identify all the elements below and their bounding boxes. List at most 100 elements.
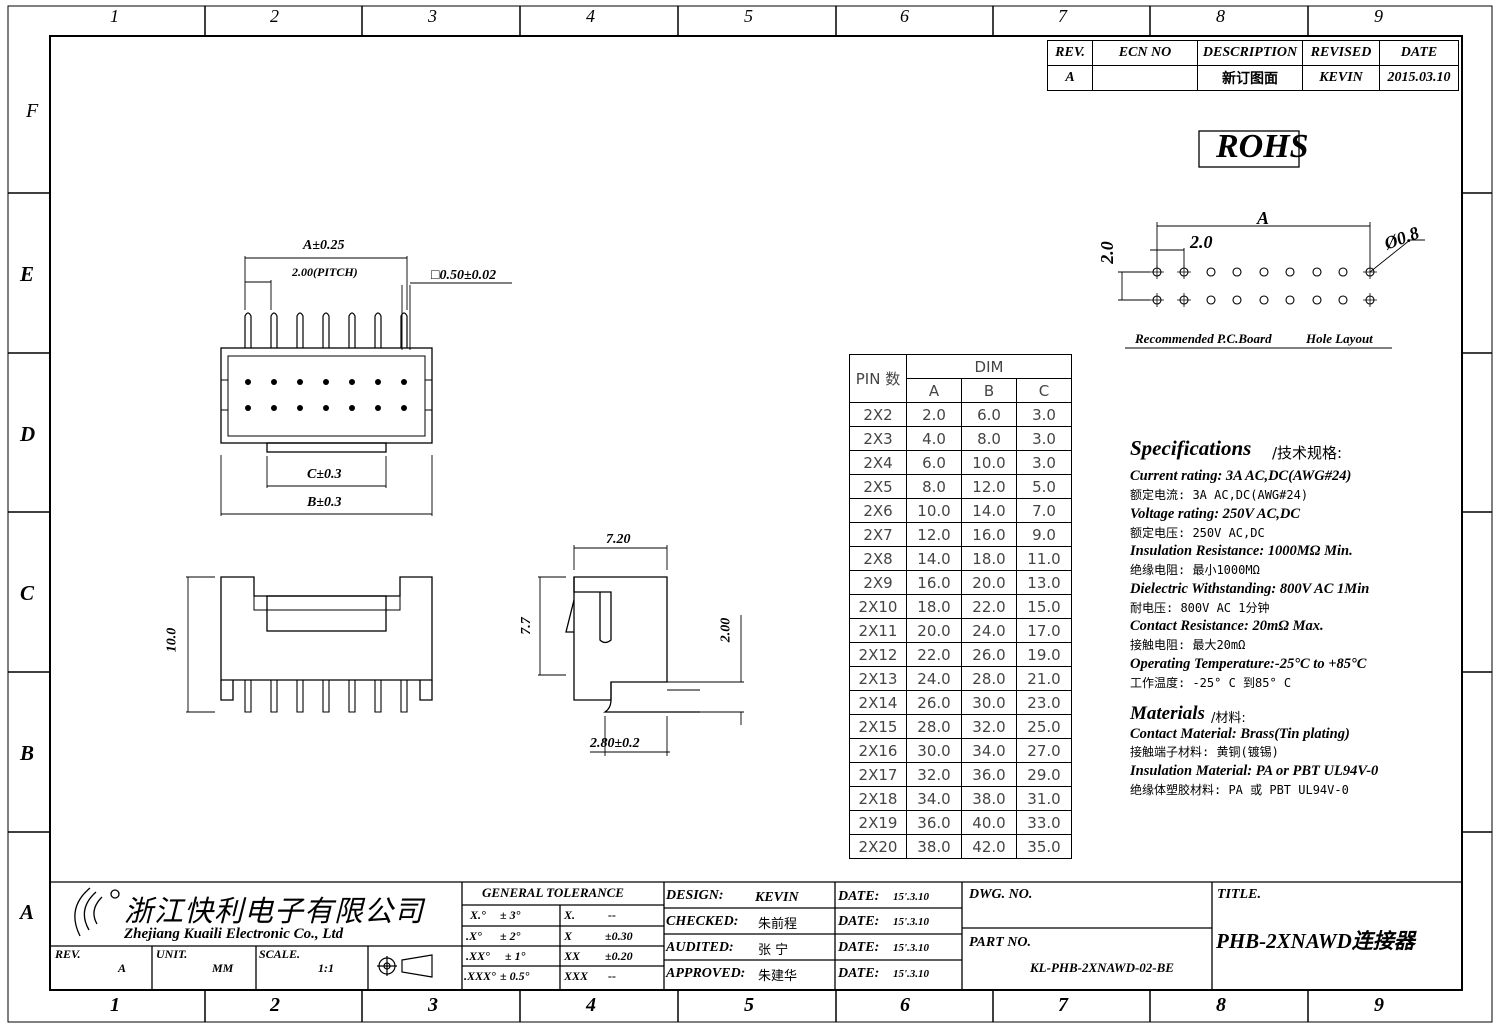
pin-count-cell: 2X20: [849, 834, 907, 859]
drawing-title: PHB-2XNAWD连接器: [1216, 929, 1415, 953]
dim-col-a: A: [906, 378, 962, 403]
pitch-label: 2.00(PITCH): [292, 265, 358, 279]
height-label: 10.0: [164, 627, 180, 653]
dim-value-cell: 42.0: [961, 834, 1017, 859]
materials-title: Materials: [1130, 703, 1205, 724]
revision-header-row: REV. ECN NO DESCRIPTION REVISED DATE: [1047, 40, 1459, 66]
company-name-en: Zhejiang Kuaili Electronic Co., Ltd: [124, 926, 344, 942]
ecn-header: ECN NO: [1092, 40, 1198, 66]
col-label-7: 7: [1058, 6, 1067, 26]
title-label: TITLE.: [1217, 887, 1261, 902]
pin-count-cell: 2X11: [849, 618, 907, 643]
dim-value-cell: 20.0: [961, 570, 1017, 595]
design-label: DESIGN:: [666, 888, 724, 903]
pin-count-cell: 2X19: [849, 810, 907, 835]
tol-4-c: XXX: [564, 969, 589, 983]
dim-value-cell: 6.0: [961, 402, 1017, 427]
pcb-hole: [1285, 295, 1295, 305]
spec-temperature-en: Operating Temperature:-25°C to +85°C: [1130, 656, 1367, 672]
pcb-dim-a-label: A: [1257, 208, 1270, 228]
date-value-1: 15'.3.10: [893, 891, 930, 903]
tol-3-a: .XX°: [466, 949, 490, 963]
pcb-hole: [1206, 267, 1216, 277]
material-insulation-en: Insulation Material: PA or PBT UL94V-0: [1130, 763, 1379, 779]
dim-value-cell: 35.0: [1016, 834, 1072, 859]
dim-value-cell: 14.0: [906, 546, 962, 571]
dim-value-cell: 36.0: [961, 762, 1017, 787]
col-label-5: 5: [744, 994, 754, 1016]
dim-value-cell: 6.0: [906, 450, 962, 475]
date-value-3: 15'.3.10: [893, 942, 930, 954]
date-label-3: DATE:: [838, 940, 880, 955]
dim-value-cell: 30.0: [906, 738, 962, 763]
dim-c-label: C±0.3: [307, 467, 342, 482]
unit-value: MM: [212, 961, 234, 975]
ecn-value: [1092, 65, 1198, 91]
part-no-value: KL-PHB-2XNAWD-02-BE: [1030, 960, 1174, 975]
approved-value: 朱建华: [758, 969, 798, 984]
rev-header: REV.: [1047, 40, 1093, 66]
revised-header: REVISED: [1302, 40, 1380, 66]
col-label-8: 8: [1216, 6, 1225, 26]
dim-value-cell: 22.0: [961, 594, 1017, 619]
dim-value-cell: 18.0: [906, 594, 962, 619]
dim-value-cell: 14.0: [961, 498, 1017, 523]
dim-value-cell: 10.0: [961, 450, 1017, 475]
dim-value-cell: 17.0: [1016, 618, 1072, 643]
pcb-hole: [1338, 267, 1348, 277]
description-header: DESCRIPTION: [1197, 40, 1303, 66]
pin-count-cell: 2X18: [849, 786, 907, 811]
tol-2-b: ± 2°: [500, 929, 521, 943]
pcb-hole: [1232, 267, 1242, 277]
col-label-4: 4: [586, 6, 595, 26]
dim-value-cell: 21.0: [1016, 666, 1072, 691]
company-name-cn: 浙江快利电子有限公司: [124, 894, 425, 928]
tol-3-c: XX: [564, 949, 581, 963]
date-header: DATE: [1379, 40, 1459, 66]
dim-value-cell: 34.0: [961, 738, 1017, 763]
pcb-caption-left: Recommended P.C.Board: [1135, 331, 1272, 346]
spec-voltage-en: Voltage rating: 250V AC,DC: [1130, 506, 1301, 522]
spec-voltage-cn: 额定电压: 250V AC,DC: [1130, 526, 1265, 540]
dim-value-cell: 40.0: [961, 810, 1017, 835]
tol-4-a: .XXX°: [464, 969, 496, 983]
dim-value-cell: 26.0: [906, 690, 962, 715]
rohs-label: ROHS: [1216, 128, 1309, 165]
dim-value-cell: 8.0: [961, 426, 1017, 451]
pin-count-cell: 2X15: [849, 714, 907, 739]
row-label-c: C: [20, 581, 35, 605]
dim-value-cell: 31.0: [1016, 786, 1072, 811]
dim-value-cell: 26.0: [961, 642, 1017, 667]
spec-contact-resistance-en: Contact Resistance: 20mΩ Max.: [1130, 618, 1324, 634]
pin-count-cell: 2X3: [849, 426, 907, 451]
dim-value-cell: 20.0: [906, 618, 962, 643]
checked-label: CHECKED:: [666, 914, 739, 929]
col-label-9: 9: [1374, 6, 1383, 26]
dim-value-cell: 24.0: [906, 666, 962, 691]
tolerance-title: GENERAL TOLERANCE: [482, 885, 624, 900]
dim-value-cell: 5.0: [1016, 474, 1072, 499]
pin-count-cell: 2X5: [849, 474, 907, 499]
pcb-hole: [1259, 295, 1269, 305]
dim-value-cell: 8.0: [906, 474, 962, 499]
col-label-1: 1: [110, 994, 120, 1016]
pcb-hole: [1206, 295, 1216, 305]
pin-square-label: □0.50±0.02: [431, 268, 497, 283]
dim-value-cell: 38.0: [961, 786, 1017, 811]
dim-value-cell: 3.0: [1016, 402, 1072, 427]
dim-value-cell: 13.0: [1016, 570, 1072, 595]
pcb-pitch-h-label: 2.0: [1190, 232, 1213, 252]
date-label-1: DATE:: [838, 889, 880, 904]
col-label-9: 9: [1374, 994, 1384, 1016]
dim-b-label: B±0.3: [307, 495, 342, 510]
dim-value-cell: 29.0: [1016, 762, 1072, 787]
tol-3-d: ±0.20: [605, 949, 633, 963]
